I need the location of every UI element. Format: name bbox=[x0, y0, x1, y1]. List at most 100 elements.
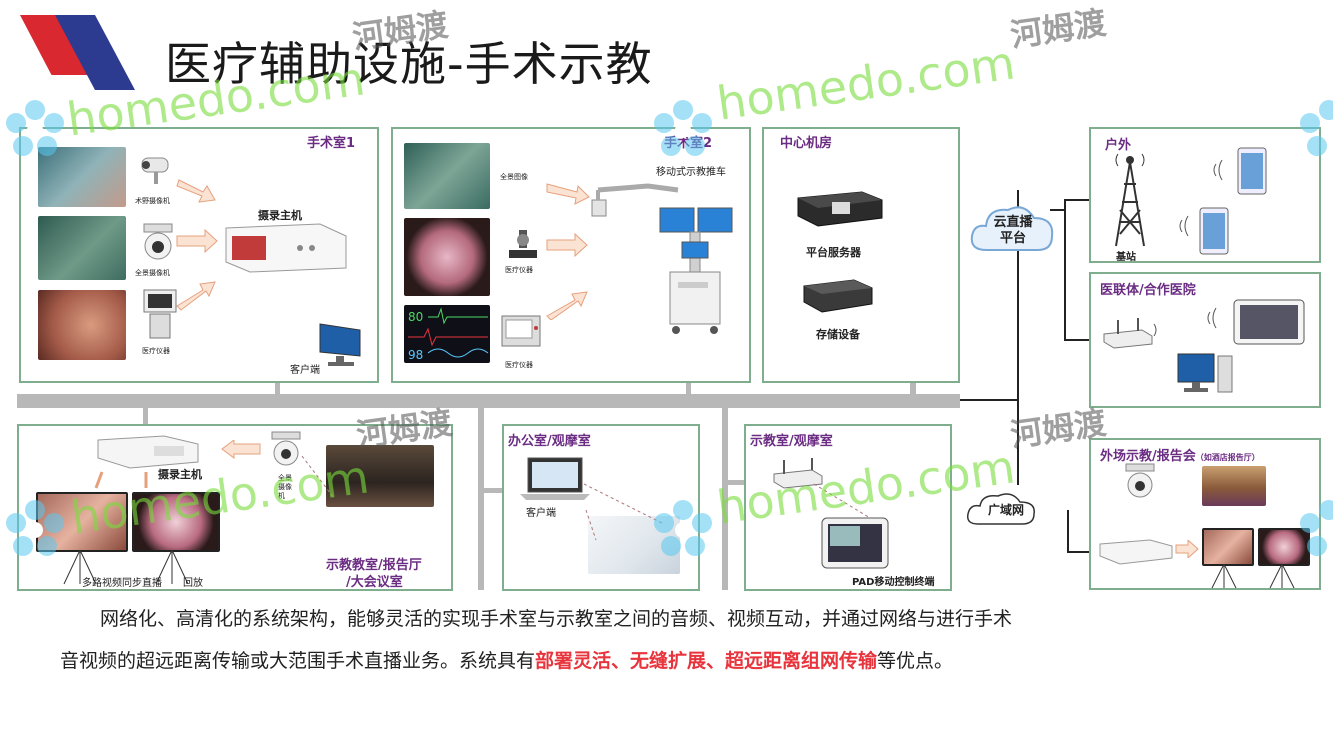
cloud-label-2: 平台 bbox=[999, 231, 1026, 246]
surgery-photo-2 bbox=[38, 216, 126, 280]
wan-cloud-icon bbox=[966, 493, 1035, 525]
arrows-or2 bbox=[546, 183, 590, 320]
outdoor-station-label: 基站 bbox=[1116, 252, 1136, 263]
arrows-or1 bbox=[176, 179, 218, 311]
dotted-link-office bbox=[583, 483, 665, 541]
teaching-cart-icon bbox=[591, 183, 733, 334]
external-title: 外场示教/报告会（如酒店报告厅） bbox=[1100, 445, 1260, 464]
classroom-recorder-label: 摄录主机 bbox=[158, 468, 202, 481]
classroom-title-2: /大会议室 bbox=[346, 575, 403, 590]
laptop-icon bbox=[520, 457, 590, 500]
dome-camera-icon bbox=[143, 223, 173, 260]
watermark-flower-1 bbox=[6, 100, 64, 156]
office-title: 办公室/观摩室 bbox=[508, 434, 591, 449]
camera-icon bbox=[141, 157, 169, 184]
description-highlight: 部署灵活、无缝扩展、超远距离组网传输 bbox=[535, 650, 878, 672]
hospital-pc-icon bbox=[1177, 353, 1233, 393]
outdoor-title: 户外 bbox=[1105, 138, 1132, 153]
main-bus bbox=[17, 394, 960, 408]
external-title-note: （如酒店报告厅） bbox=[1195, 453, 1260, 462]
classroom-title-1: 示教教室/报告厅 bbox=[326, 558, 422, 573]
auditorium-photo bbox=[326, 445, 434, 507]
classroom-recorder-icon bbox=[97, 435, 199, 469]
cloud-label: 云直播 平台 bbox=[980, 215, 1046, 247]
hospital-tablet-icon bbox=[1207, 299, 1305, 345]
cloud-icon bbox=[970, 206, 1054, 251]
or1-client-label: 客户端 bbox=[290, 365, 320, 376]
or2-endoscope-photo bbox=[404, 218, 490, 296]
cloud-label-1: 云直播 bbox=[993, 215, 1033, 230]
storage-icon bbox=[803, 279, 873, 313]
classroom-replay-label: 回放 bbox=[183, 578, 203, 589]
or2-monitor-photo bbox=[404, 305, 490, 363]
description-line-2: 音视频的超远距离传输或大范围手术直播业务。系统具有部署灵活、无缝扩展、超远距离组… bbox=[60, 646, 953, 673]
demo-pad-label: PAD移动控制终端 bbox=[852, 577, 935, 588]
or1-device-label: 医疗仪器 bbox=[142, 347, 170, 355]
or2-device2-label: 医疗仪器 bbox=[505, 361, 533, 369]
svg-text:98: 98 bbox=[408, 348, 423, 362]
external-screen-1 bbox=[1202, 528, 1254, 566]
classroom-live-label: 多路视频同步直播 bbox=[82, 578, 162, 589]
or2-panorama-label: 全景图像 bbox=[500, 173, 528, 181]
watermark-flower-3 bbox=[1300, 100, 1333, 156]
or1-camera2-label: 全景摄像机 bbox=[135, 269, 170, 277]
external-camera-icon bbox=[1125, 463, 1155, 498]
wan-label: 广域网 bbox=[988, 503, 1025, 517]
server-icon bbox=[797, 191, 883, 227]
page-title: 医疗辅助设施-手术示教 bbox=[165, 37, 653, 91]
watermark-brand-2: homedo.com bbox=[713, 35, 1019, 131]
bus-drop-office bbox=[478, 406, 484, 590]
room-or1-title: 手术室1 bbox=[307, 136, 356, 151]
surgery-photo-1 bbox=[38, 147, 126, 207]
room-datacenter bbox=[762, 127, 960, 383]
patient-monitor-icon bbox=[501, 315, 541, 347]
external-screen-2 bbox=[1258, 528, 1310, 566]
or2-cart-label: 移动式示教推车 bbox=[656, 167, 726, 178]
description-line-2-b: 等优点。 bbox=[877, 650, 954, 672]
recorder-device-icon bbox=[225, 223, 347, 273]
external-title-main: 外场示教/报告会 bbox=[1100, 449, 1196, 464]
watermark-flower-4 bbox=[6, 500, 64, 556]
bus-drop-demo bbox=[722, 406, 728, 590]
office-client-label: 客户端 bbox=[526, 508, 556, 519]
microscope-icon bbox=[509, 230, 537, 258]
hotel-hall-photo bbox=[1202, 466, 1266, 506]
external-recorder-icon bbox=[1099, 539, 1173, 565]
classroom-camera-icon bbox=[271, 431, 301, 466]
phone-icon-1 bbox=[1213, 147, 1267, 195]
datacenter-title: 中心机房 bbox=[780, 136, 833, 151]
hospital-router-icon bbox=[1103, 318, 1157, 349]
medical-device-icon bbox=[143, 289, 177, 339]
phone-icon-2 bbox=[1179, 207, 1229, 255]
classroom-camera-label: 全景摄像机 bbox=[278, 474, 292, 500]
watermark-flower-5 bbox=[654, 500, 712, 556]
datacenter-server-label: 平台服务器 bbox=[806, 246, 861, 259]
cell-tower-icon bbox=[1115, 153, 1145, 247]
or2-panorama-photo bbox=[404, 143, 490, 209]
demo-title: 示教室/观摩室 bbox=[750, 434, 833, 449]
vital-signs-icon: 80 98 bbox=[408, 307, 489, 362]
or1-camera1-label: 术野摄像机 bbox=[135, 197, 170, 205]
watermark-flower-6 bbox=[1300, 500, 1333, 556]
watermark-flower-2 bbox=[654, 100, 712, 156]
screen-replay-photo bbox=[132, 492, 220, 552]
client-monitor-icon bbox=[319, 323, 361, 366]
hospital-title: 医联体/合作医院 bbox=[1100, 283, 1196, 298]
datacenter-storage-label: 存储设备 bbox=[816, 328, 860, 341]
dotted-link-demo bbox=[813, 483, 881, 525]
wifi-router-icon bbox=[773, 458, 823, 489]
tablet-icon bbox=[821, 517, 889, 569]
tripods bbox=[63, 549, 189, 585]
endoscope-photo bbox=[38, 290, 126, 360]
bus-drop-class bbox=[143, 406, 148, 436]
or2-device1-label: 医疗仪器 bbox=[505, 266, 533, 274]
dotted-link-classroom bbox=[301, 455, 335, 499]
svg-text:80: 80 bbox=[408, 310, 423, 324]
external-arrow bbox=[1175, 540, 1199, 558]
description-line-2-a: 音视频的超远距离传输或大范围手术直播业务。系统具有 bbox=[60, 650, 536, 672]
external-tripods bbox=[1211, 564, 1295, 589]
watermark-cn-2: 河姆渡 bbox=[1008, 3, 1109, 55]
description-line-1: 网络化、高清化的系统架构，能够灵活的实现手术室与示教室之间的音频、视频互动，并通… bbox=[100, 608, 1013, 630]
arrows-classroom bbox=[94, 440, 261, 489]
or1-recorder-label: 摄录主机 bbox=[258, 209, 302, 222]
